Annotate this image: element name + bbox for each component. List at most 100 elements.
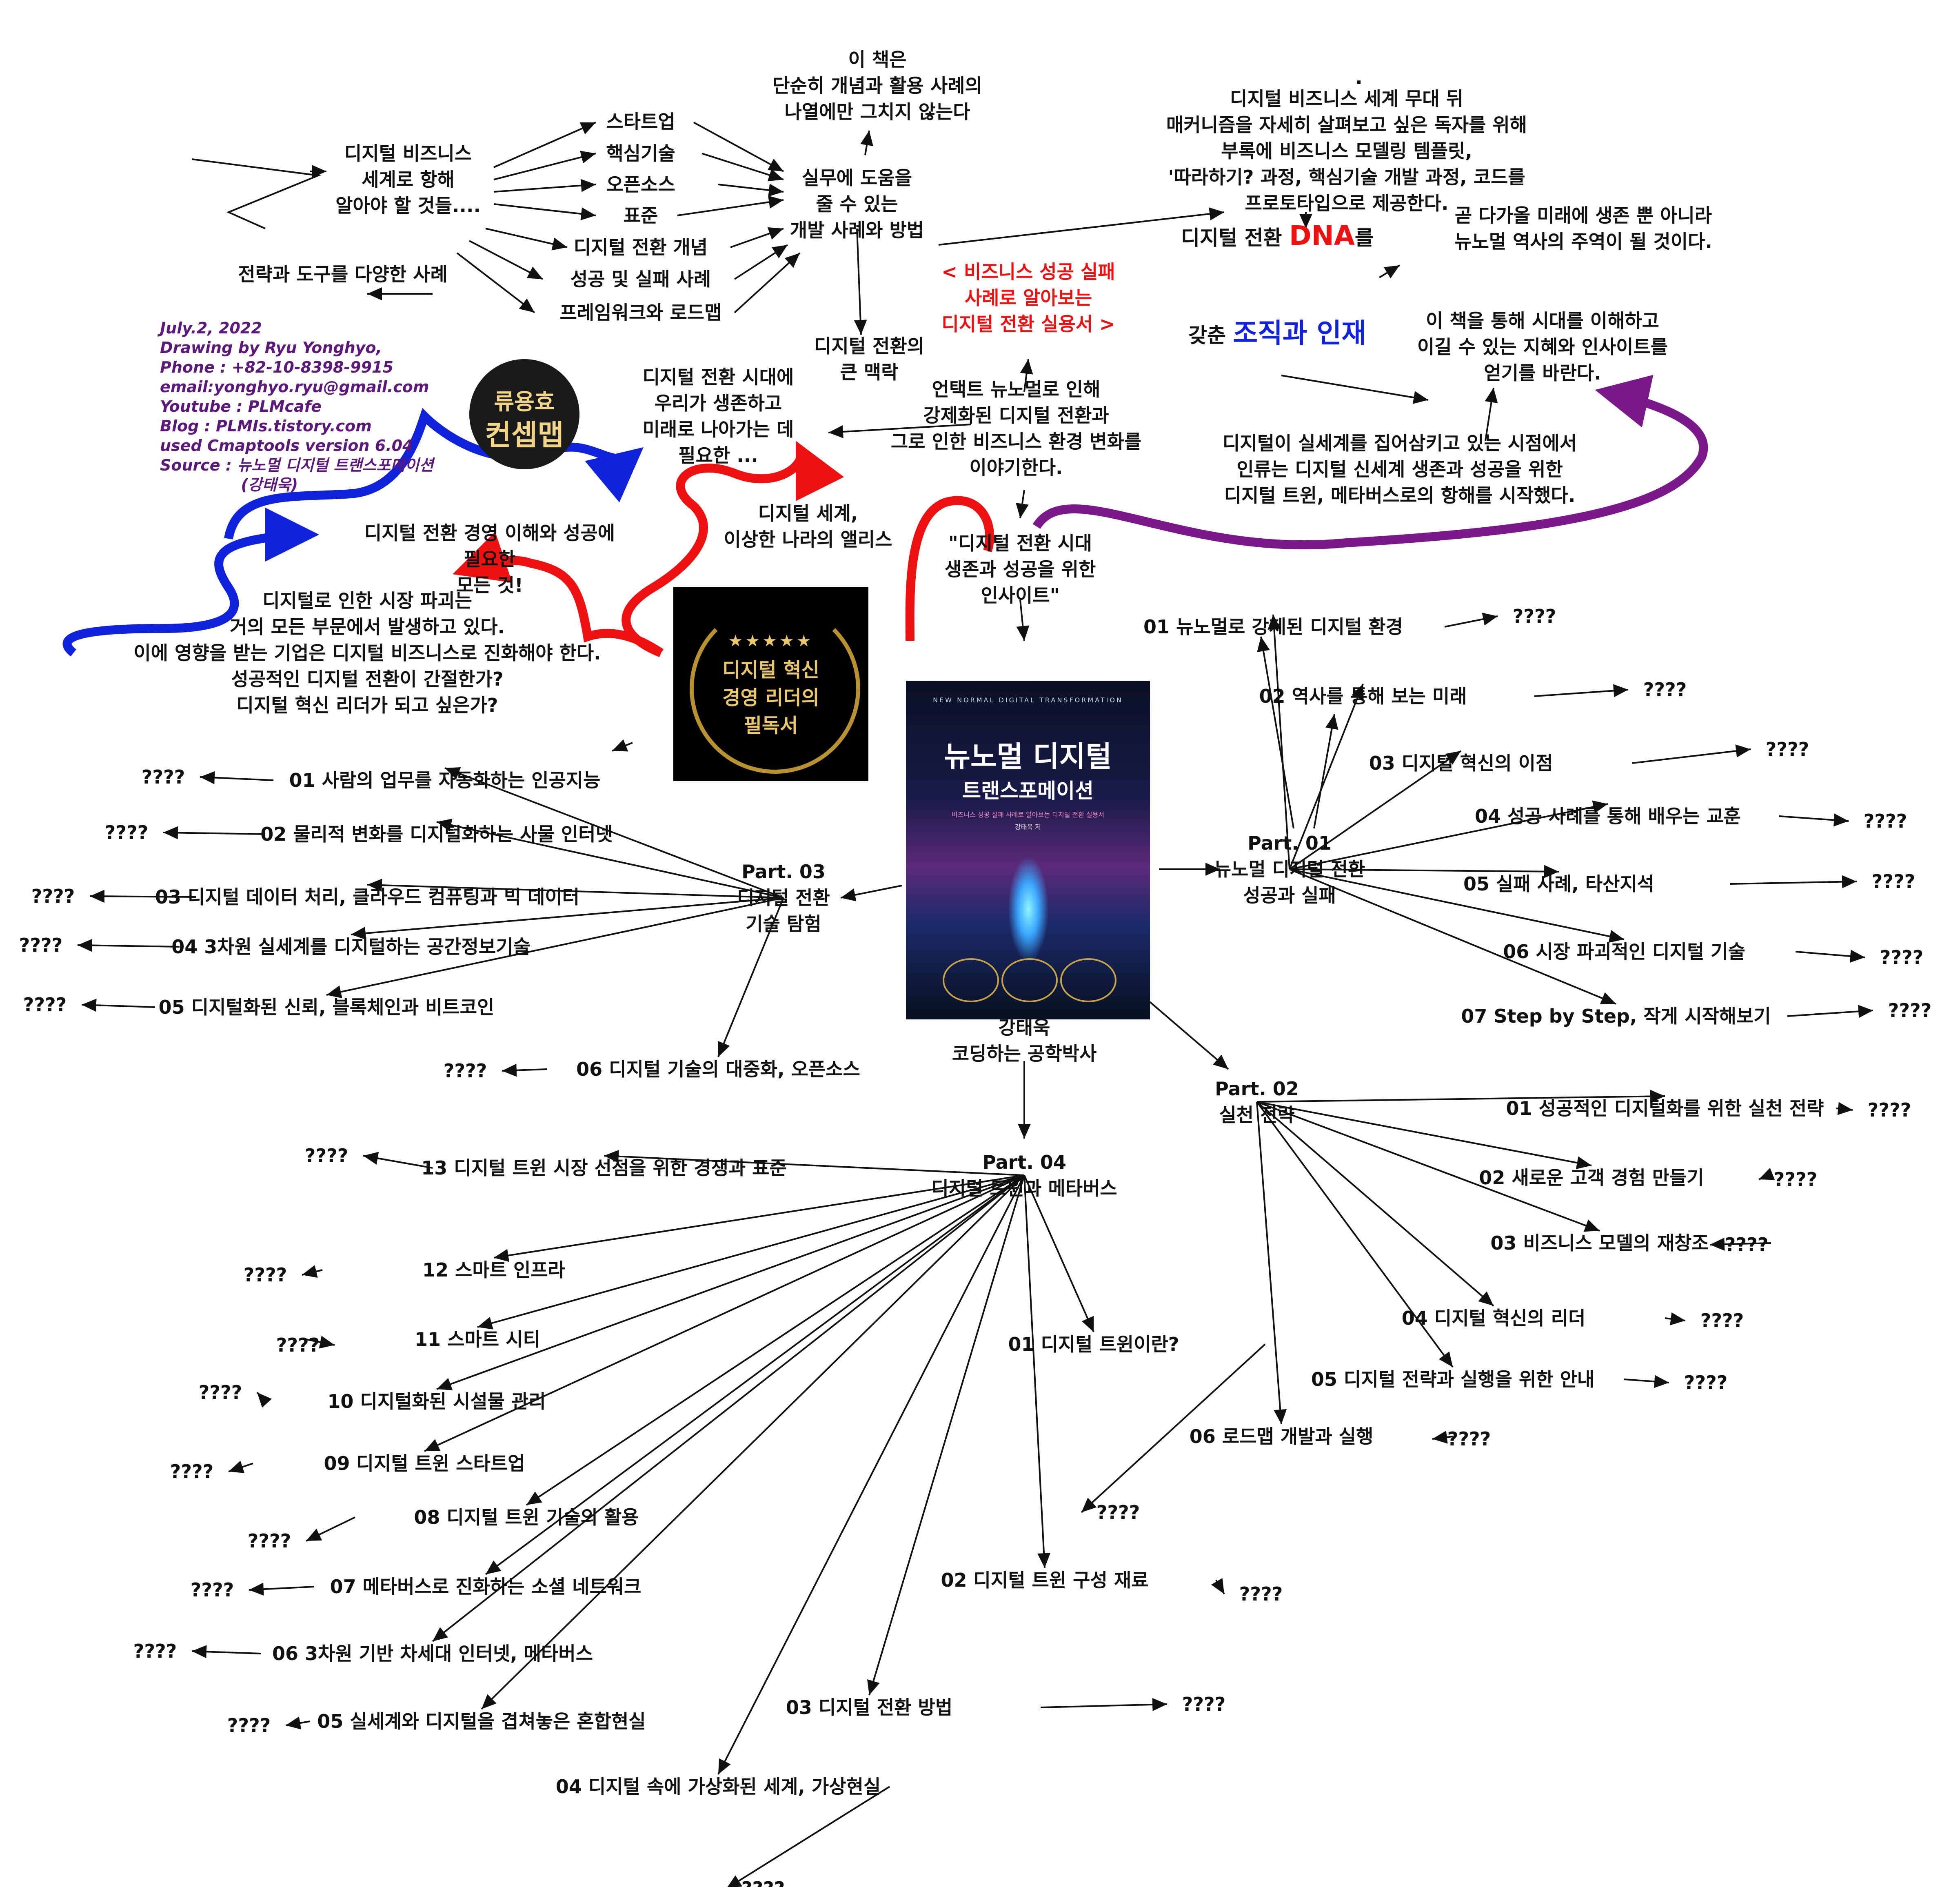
node-success-fail: 성공 및 실패 사례	[570, 268, 711, 290]
node-digital-biz: 디지털 비즈니스 세계로 항해 알아야 할 것들....	[335, 142, 481, 217]
concept-link	[860, 130, 873, 155]
part2-chapter-5: 05 디지털 전략과 실행을 위한 안내	[1311, 1368, 1595, 1390]
zigzag-line	[191, 158, 322, 229]
node-this-book: 이 책은 단순히 개념과 활용 사례의 나열에만 그치지 않는다	[772, 49, 982, 123]
concept-link	[493, 203, 596, 220]
part2-chapter-link	[1256, 1101, 1287, 1425]
part1-unknown-link	[1779, 813, 1849, 827]
credit-block: July.2, 2022 Drawing by Ryu Yonghyo, Pho…	[160, 319, 434, 494]
book-subtitle: NEW NORMAL DIGITAL TRANSFORMATION	[933, 696, 1123, 704]
part2-unknown-1: ????	[1867, 1099, 1911, 1121]
concept-link	[1257, 636, 1294, 829]
part4-chapter-5: 05 실세계와 디지털을 겹쳐놓은 혼합현실	[317, 1710, 646, 1732]
concept-link	[469, 240, 543, 280]
concept-link	[734, 252, 801, 313]
part3-unknown-link	[77, 939, 180, 952]
part1-unknown-link	[1444, 613, 1498, 628]
concept-link	[693, 122, 784, 172]
part3-unknown-4: ????	[19, 934, 63, 956]
part1-chapter-6: 06 시장 파괴적인 디지털 기술	[1503, 941, 1745, 963]
part2-unknown-4: ????	[1700, 1310, 1744, 1332]
part1-unknown-link	[1632, 744, 1751, 764]
part2-unknown-link	[1836, 1102, 1853, 1115]
part4-chapter-2: 02 디지털 트윈 구성 재료	[941, 1569, 1149, 1591]
part4-chapter-10: 10 디지털화된 시설물 관리	[327, 1390, 546, 1412]
part1-unknown-link	[1787, 1005, 1873, 1018]
part4-chapter-link	[526, 1174, 1025, 1506]
part2-chapter-2: 02 새로운 고객 경험 만들기	[1479, 1167, 1704, 1189]
dna-suffix: 를	[1354, 226, 1374, 250]
part1-unknown-7: ????	[1888, 999, 1932, 1021]
part4-unknown-2: ????	[1239, 1583, 1283, 1605]
part1-unknown-4: ????	[1863, 810, 1907, 832]
stars-icon: ★★★★★	[728, 632, 814, 650]
part4-chapter-7: 07 메타버스로 진화하는 소셜 네트워크	[330, 1576, 641, 1598]
part1-chapter-1: 01 뉴노멀로 강제된 디지털 환경	[1143, 616, 1403, 638]
part4-unknown-3: ????	[1182, 1693, 1226, 1715]
part2-unknown-2: ????	[1774, 1168, 1818, 1190]
part4-unknown-link	[1040, 1698, 1168, 1711]
part4-chapter-9: 09 디지털 트윈 스타트업	[324, 1452, 525, 1474]
part4-unknown-13: ????	[304, 1145, 348, 1167]
part3-title: Part. 03 디지털 전환 기술 탐험	[737, 861, 830, 935]
part3-chapter-2: 02 물리적 변화를 디지털화하는 사물 인터넷	[260, 823, 613, 845]
node-untact: 언택트 뉴노멀로 인해 강제화된 디지털 전환과 그로 인한 비즈니스 환경 변…	[890, 378, 1142, 479]
part2-unknown-link	[1624, 1375, 1669, 1388]
part2-chapter-1: 01 성공적인 디지털화를 위한 실천 전략	[1506, 1097, 1824, 1119]
logo-line1: 류용효	[494, 389, 555, 415]
node-alice: 디지털 세계, 이상한 나라의 앨리스	[724, 502, 892, 551]
part4-unknown-9: ????	[170, 1461, 214, 1483]
part4-chapter-link	[481, 1174, 1025, 1710]
node-dna-org: 디지털 전환 DNA를 갖춘 조직과 인재	[1181, 156, 1374, 415]
part4-unknown-link	[726, 1786, 890, 1887]
part3-unknown-3: ????	[31, 885, 75, 907]
award-medal-icon	[943, 958, 999, 1002]
dna-word: DNA	[1289, 220, 1355, 251]
dna-line: 디지털 전환 DNA를	[1181, 220, 1374, 254]
node-disrupt: 디지털로 인한 시장 파괴는 거의 모든 부문에서 발생하고 있다. 이에 영향…	[133, 590, 601, 716]
node-dt-concept: 디지털 전환 개념	[573, 236, 708, 258]
part4-unknown-link	[256, 1392, 272, 1408]
part4-unknown-link	[191, 1645, 262, 1658]
concept-link	[677, 195, 784, 216]
portal-glow-icon	[1008, 856, 1049, 962]
part1-unknown-6: ????	[1880, 946, 1924, 968]
node-startup: 스타트업	[606, 111, 675, 133]
part4-unknown-link	[302, 1265, 323, 1278]
org-word: 조직과 인재	[1233, 317, 1366, 349]
part4-chapter-link	[867, 1175, 1025, 1696]
concept-link	[612, 739, 633, 752]
part3-unknown-link	[200, 771, 274, 784]
logo-line2: 컨셉맵	[485, 418, 564, 452]
award-medal-icon	[1001, 958, 1058, 1002]
concept-link	[718, 184, 784, 197]
concept-link	[730, 227, 784, 248]
org-prefix: 갖춘	[1188, 324, 1233, 347]
part4-unknown-6: ????	[133, 1640, 177, 1662]
concept-map-logo: 류용효 컨셉맵	[469, 359, 579, 469]
concept-link	[1313, 714, 1338, 829]
part1-unknown-5: ????	[1871, 870, 1916, 892]
part2-chapter-4: 04 디지털 혁신의 리더	[1401, 1307, 1586, 1329]
concept-link	[734, 244, 788, 280]
part4-unknown-12: ????	[243, 1264, 287, 1286]
part4-chapter-6: 06 3차원 기반 차세대 인터넷, 메타버스	[272, 1643, 593, 1665]
book-cover: NEW NORMAL DIGITAL TRANSFORMATION 뉴노멀 디지…	[906, 681, 1150, 1019]
part2-chapter-3: 03 비즈니스 모델의 재창조	[1490, 1232, 1709, 1254]
concept-link	[1016, 489, 1029, 519]
node-all-needed: 디지털 전환 경영 이해와 성공에 필요한 모든 것!	[364, 522, 615, 596]
part2-chapter-link	[1256, 1101, 1494, 1307]
book-author: 강태욱 저	[1015, 823, 1041, 831]
part3-unknown-1: ????	[141, 766, 185, 788]
part1-chapter-4: 04 성공 사례를 통해 배우는 교훈	[1475, 805, 1741, 827]
award-medal-icon	[1060, 958, 1117, 1002]
part4-unknown-link	[249, 1583, 315, 1596]
part2-unknown-3: ????	[1725, 1234, 1769, 1256]
node-wisdom: 이 책을 통해 시대를 이해하고 이길 수 있는 지혜와 인사이트를 얻기를 바…	[1417, 310, 1668, 384]
part4-chapter-11: 11 스마트 시티	[415, 1328, 540, 1350]
part4-unknown-5: ????	[227, 1714, 271, 1736]
part4-unknown-4: ????	[741, 1876, 785, 1887]
part1-chapter-5: 05 실패 사례, 타산지석	[1463, 873, 1655, 895]
node-dot: .	[1355, 67, 1363, 89]
